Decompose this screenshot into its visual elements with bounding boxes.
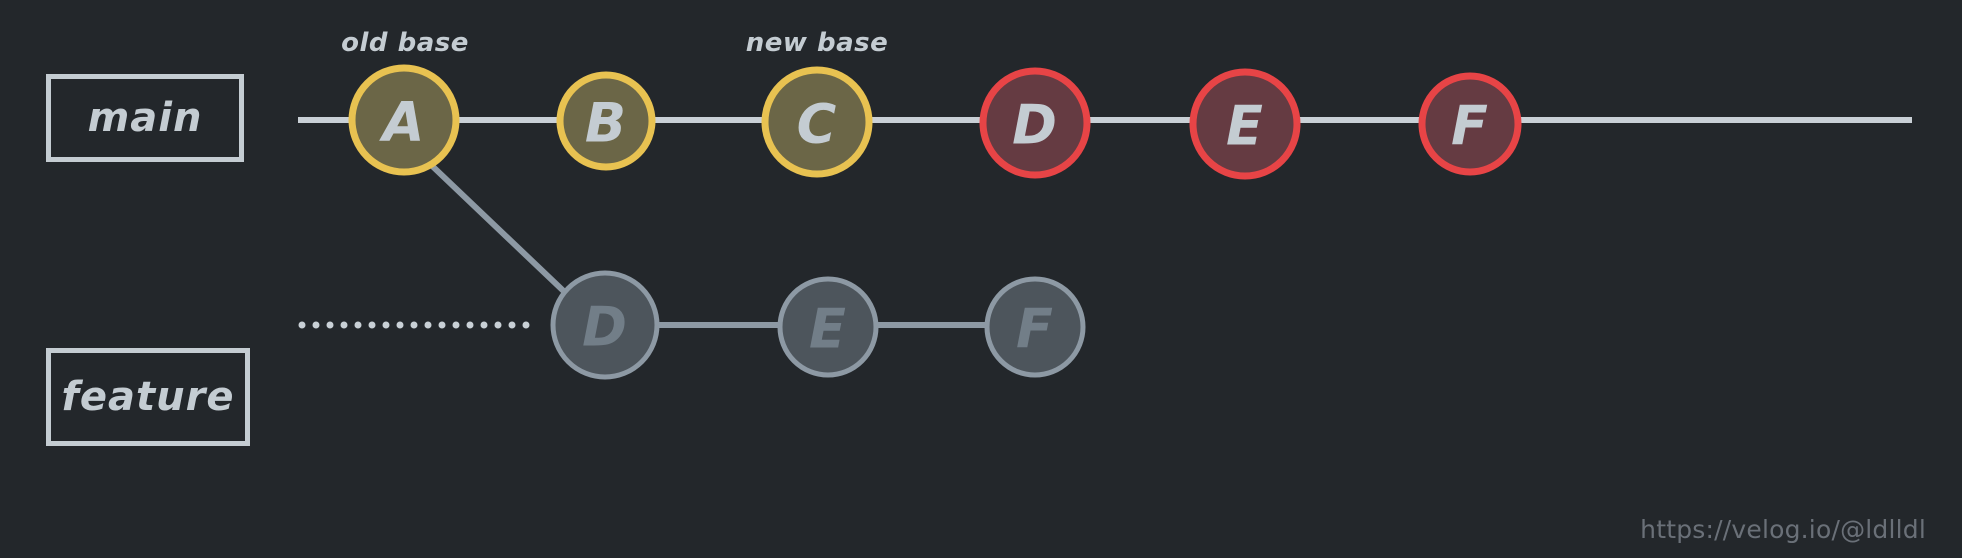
commit-circle[interactable] — [984, 276, 1086, 378]
feature-node-d[interactable]: D — [550, 270, 660, 380]
main-node-f[interactable]: F — [1418, 72, 1522, 176]
main-node-d[interactable]: D — [979, 67, 1091, 179]
commit-letter: A — [379, 91, 426, 154]
feature-node-f[interactable]: F — [984, 276, 1086, 378]
commit-circle[interactable] — [1418, 72, 1522, 176]
branch-label-box-feature[interactable]: feature — [46, 348, 250, 446]
commit-letter: D — [1012, 94, 1058, 157]
leader-dot — [438, 321, 446, 329]
commit-letter: E — [809, 298, 847, 361]
leader-dot — [326, 321, 334, 329]
commit-circle[interactable] — [348, 64, 460, 176]
leader-dot — [354, 321, 362, 329]
watermark-url: https://velog.io/@ldlldl — [1640, 515, 1926, 544]
caption-new-base: new base — [745, 28, 889, 58]
feature-dotted-leader — [298, 321, 530, 329]
leader-dot — [424, 321, 432, 329]
branch-label-feature: feature — [61, 374, 235, 420]
fork-line-a-to-feature-d — [425, 159, 576, 303]
leader-dot — [480, 321, 488, 329]
commit-circle[interactable] — [556, 71, 656, 171]
caption-old-base: old base — [341, 28, 469, 58]
leader-dot — [298, 321, 306, 329]
leader-dot — [368, 321, 376, 329]
leader-dot — [410, 321, 418, 329]
commit-circle[interactable] — [550, 270, 660, 380]
commit-letter: E — [1226, 95, 1264, 158]
leader-dot — [508, 321, 516, 329]
commit-circle[interactable] — [777, 276, 879, 378]
leader-dot — [312, 321, 320, 329]
leader-dot — [340, 321, 348, 329]
main-node-b[interactable]: B — [556, 71, 656, 171]
main-node-a[interactable]: A — [348, 64, 460, 176]
main-node-c[interactable]: C — [761, 66, 873, 178]
leader-dot — [522, 321, 530, 329]
commit-circle[interactable] — [979, 67, 1091, 179]
commit-letter: C — [797, 93, 838, 156]
main-node-e[interactable]: E — [1189, 68, 1301, 180]
commit-letter: B — [585, 92, 627, 155]
leader-dot — [466, 321, 474, 329]
leader-dot — [452, 321, 460, 329]
feature-node-e[interactable]: E — [777, 276, 879, 378]
commit-circle[interactable] — [761, 66, 873, 178]
leader-dot — [382, 321, 390, 329]
branch-label-main: main — [87, 95, 203, 141]
leader-dot — [396, 321, 404, 329]
commit-letter: F — [1016, 298, 1054, 361]
leader-dot — [494, 321, 502, 329]
commit-letter: D — [582, 296, 628, 359]
branch-label-box-main[interactable]: main — [46, 74, 244, 162]
commit-circle[interactable] — [1189, 68, 1301, 180]
commit-letter: F — [1451, 95, 1489, 158]
